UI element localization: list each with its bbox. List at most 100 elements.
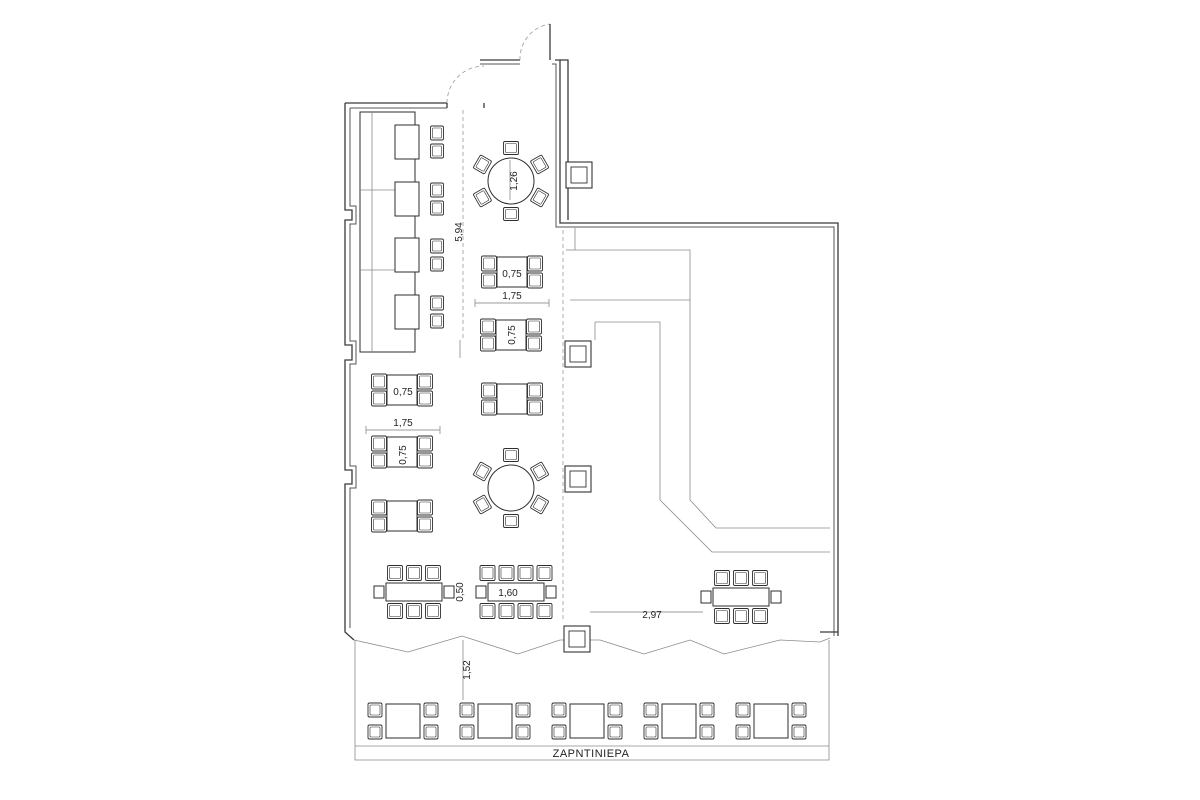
chair	[371, 390, 387, 407]
chair	[417, 516, 433, 533]
chair	[387, 565, 403, 581]
chair	[530, 187, 549, 208]
terrace-table	[385, 703, 421, 739]
chair	[473, 187, 492, 208]
chair	[480, 335, 496, 352]
chair	[791, 702, 807, 718]
bench-table	[394, 181, 420, 217]
chair	[480, 318, 496, 335]
chair	[530, 154, 549, 175]
chair	[367, 702, 383, 718]
square-table	[386, 436, 418, 468]
dim-175-label-a: 1,75	[502, 291, 522, 302]
dim-594-label: 5,94	[454, 222, 465, 242]
chair	[417, 390, 433, 407]
chair	[515, 702, 531, 718]
dim-160-label: 1,60	[498, 588, 518, 599]
chair	[536, 603, 553, 619]
columns	[563, 161, 593, 653]
column-1	[565, 161, 593, 189]
chair	[527, 382, 543, 399]
terrace-table	[753, 703, 789, 739]
guide-lines	[459, 110, 564, 620]
chair	[503, 207, 519, 221]
chair	[417, 499, 433, 516]
inner-outline	[566, 228, 830, 553]
dim-075-label-a: 0,75	[502, 269, 522, 280]
chair	[479, 565, 496, 581]
chair	[752, 570, 768, 586]
chair	[423, 724, 439, 740]
chair	[423, 702, 439, 718]
round-table	[487, 464, 535, 512]
entrance-door	[446, 23, 551, 108]
chair	[481, 382, 497, 399]
chair	[417, 435, 433, 452]
chair	[498, 565, 515, 581]
bench-table	[394, 237, 420, 273]
chair	[503, 514, 519, 528]
chair	[714, 608, 730, 624]
chair	[530, 461, 549, 482]
chair	[430, 295, 444, 311]
zone-label: ΖΑΡΝΤΙΝΙΕΡΑ	[553, 748, 630, 760]
long-table	[373, 582, 455, 602]
chair	[371, 435, 387, 452]
square-table	[495, 319, 527, 351]
chair	[699, 724, 715, 740]
chair	[406, 603, 422, 619]
chair	[367, 724, 383, 740]
dim-075-label-c: 0,75	[393, 387, 413, 398]
chair	[530, 494, 549, 515]
square-table	[496, 383, 528, 415]
dim-126-label: 1,26	[509, 171, 520, 191]
long-table	[700, 587, 782, 607]
chair	[430, 313, 444, 329]
labels: 5,94 1,26 0,75 1,75 0,75 0,75 1,75 0,75 …	[393, 171, 662, 760]
chair	[517, 565, 534, 581]
chair	[417, 373, 433, 390]
chair	[733, 608, 749, 624]
chair	[371, 452, 387, 469]
chair	[425, 565, 441, 581]
long-table	[475, 582, 557, 602]
chair	[536, 565, 553, 581]
dim-075-label-d: 0,75	[398, 445, 409, 465]
chair	[371, 499, 387, 516]
chair	[430, 200, 444, 216]
chair	[735, 724, 751, 740]
chair	[473, 461, 492, 482]
chair	[498, 603, 515, 619]
chair	[430, 256, 444, 272]
chair	[473, 494, 492, 515]
chair	[643, 724, 659, 740]
terrace-table	[569, 703, 605, 739]
dim-175-label-b: 1,75	[393, 418, 413, 429]
chair	[527, 255, 543, 272]
chair	[527, 272, 543, 289]
chair	[430, 125, 444, 141]
chair	[526, 318, 542, 335]
dimension-lines	[365, 160, 703, 700]
chair	[714, 570, 730, 586]
chair	[517, 603, 534, 619]
dim-050-label: 0,50	[455, 582, 466, 602]
chair	[752, 608, 768, 624]
chair	[607, 724, 623, 740]
chair	[503, 448, 519, 462]
chair	[479, 603, 496, 619]
furniture	[367, 124, 807, 740]
chair	[503, 141, 519, 155]
column-4	[563, 625, 591, 653]
round-table	[487, 157, 535, 205]
terrace-table	[477, 703, 513, 739]
chair	[526, 335, 542, 352]
chair	[699, 702, 715, 718]
chair	[430, 182, 444, 198]
square-table	[386, 500, 418, 532]
chair	[371, 373, 387, 390]
chair	[481, 399, 497, 416]
bench-table	[394, 124, 420, 160]
chair	[459, 724, 475, 740]
